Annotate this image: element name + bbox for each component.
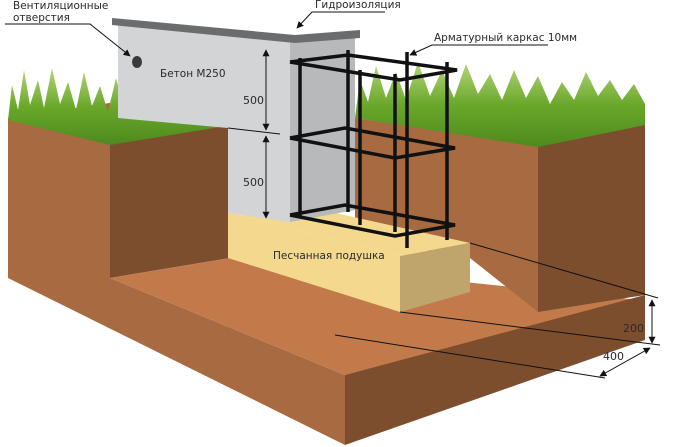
- soil-right-side: [538, 123, 645, 312]
- rebar-cage: [289, 50, 458, 248]
- sand-front: [228, 212, 400, 312]
- concrete-front: [118, 25, 290, 222]
- label-ventilation-1: Вентиляционные: [13, 0, 108, 12]
- concrete-column: [112, 18, 360, 222]
- leader-rebar: [409, 44, 548, 56]
- label-rebar-cage: Арматурный каркас 10мм: [434, 32, 577, 44]
- label-waterproofing: Гидроизоляция: [315, 0, 401, 11]
- dim-cushion-200: 200: [623, 322, 644, 335]
- waterproofing-cap: [112, 18, 360, 43]
- soil-block: [8, 100, 645, 445]
- soil-left-front: [8, 118, 345, 445]
- ventilation-hole: [132, 56, 142, 68]
- sand-cushion: [228, 205, 470, 312]
- sand-side: [400, 243, 470, 312]
- dim-cushion-400: 400: [603, 350, 624, 363]
- dim-lower-500: 500: [243, 176, 264, 189]
- leader-ventilation: [5, 23, 131, 57]
- label-ventilation-2: отверстия: [13, 12, 70, 24]
- grass-right: [355, 62, 645, 147]
- concrete-side: [290, 35, 355, 222]
- leader-waterproofing: [296, 11, 385, 29]
- label-concrete: Бетон М250: [160, 68, 226, 80]
- soil-front-bottom: [345, 295, 645, 445]
- dim-upper-500: 500: [243, 94, 264, 107]
- cushion-dimensions: [334, 242, 661, 379]
- column-dimensions: [227, 49, 281, 219]
- soil-left-wall-inner: [110, 125, 230, 278]
- label-sand-cushion: Песчанная подушка: [273, 250, 385, 262]
